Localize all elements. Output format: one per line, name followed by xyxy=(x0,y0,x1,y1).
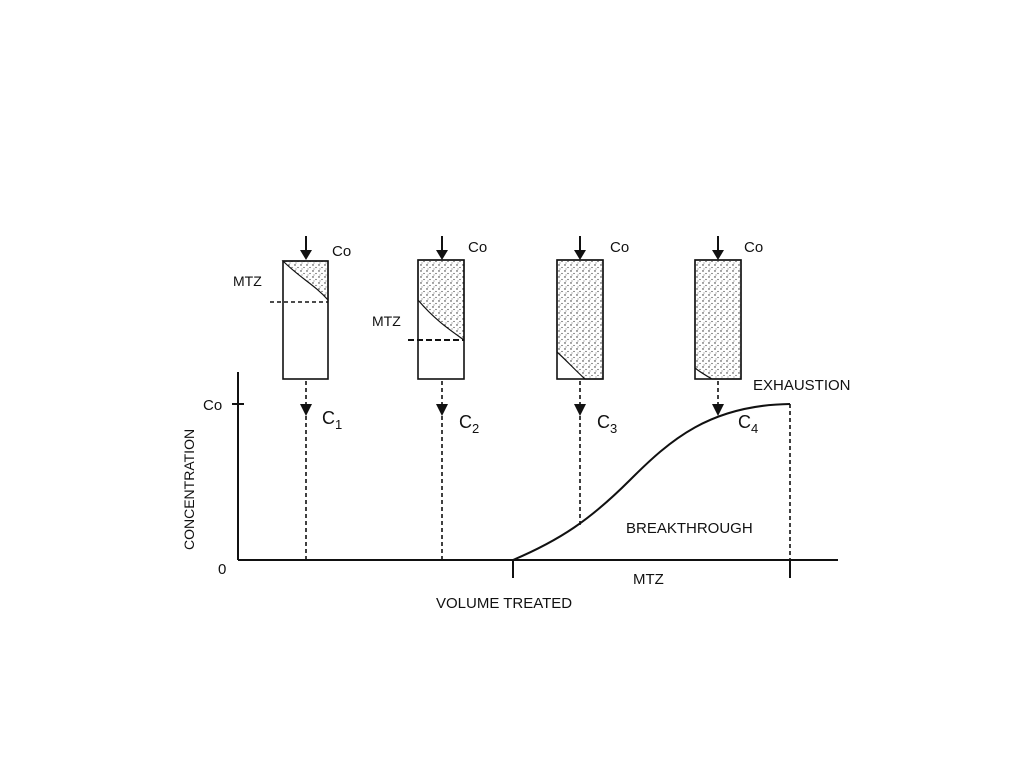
inlet-arrow-icon xyxy=(300,250,312,260)
outlet-label-c3: C3 xyxy=(597,412,617,436)
outlet-arrow-icon xyxy=(436,404,448,416)
inlet-label: Co xyxy=(332,243,351,260)
outlet-arrow-icon xyxy=(574,404,586,416)
saturated-zone xyxy=(694,259,742,380)
inlet-arrow-icon xyxy=(574,250,586,260)
outlet-label-c2: C2 xyxy=(459,412,479,436)
breakthrough-curve-line xyxy=(512,403,791,561)
mtz-label: MTZ xyxy=(233,273,262,289)
saturated-zone xyxy=(556,259,604,380)
y-zero-label: 0 xyxy=(218,561,226,578)
inlet-arrow-icon xyxy=(712,250,724,260)
y-axis-label: CONCENTRATION xyxy=(181,429,197,550)
outlet-arrow-icon xyxy=(712,404,724,416)
outlet-label-c4: C4 xyxy=(738,412,758,436)
column-1: Co MTZ C1 xyxy=(233,236,351,560)
x-axis-label: VOLUME TREATED xyxy=(436,595,572,612)
inlet-label: Co xyxy=(468,239,487,256)
column-2: Co MTZ C2 xyxy=(372,236,487,560)
outlet-label-c1: C1 xyxy=(322,408,342,432)
inlet-label: Co xyxy=(610,239,629,256)
inlet-label: Co xyxy=(744,239,763,256)
y-tick-label-co: Co xyxy=(203,397,222,414)
breakthrough-curve: BREAKTHROUGH EXHAUSTION xyxy=(512,377,851,561)
mtz-span-label: MTZ xyxy=(633,571,664,588)
breakthrough-label: BREAKTHROUGH xyxy=(626,520,753,537)
saturated-zone xyxy=(281,260,329,302)
column-3: Co C3 xyxy=(556,236,629,528)
inlet-arrow-icon xyxy=(436,250,448,260)
exhaustion-label: EXHAUSTION xyxy=(753,377,851,394)
column-4: Co C4 xyxy=(694,236,763,436)
mtz-label: MTZ xyxy=(372,313,401,329)
concentration-axes: Co 0 CONCENTRATION VOLUME TREATED MTZ xyxy=(181,372,838,612)
outlet-arrow-icon xyxy=(300,404,312,416)
